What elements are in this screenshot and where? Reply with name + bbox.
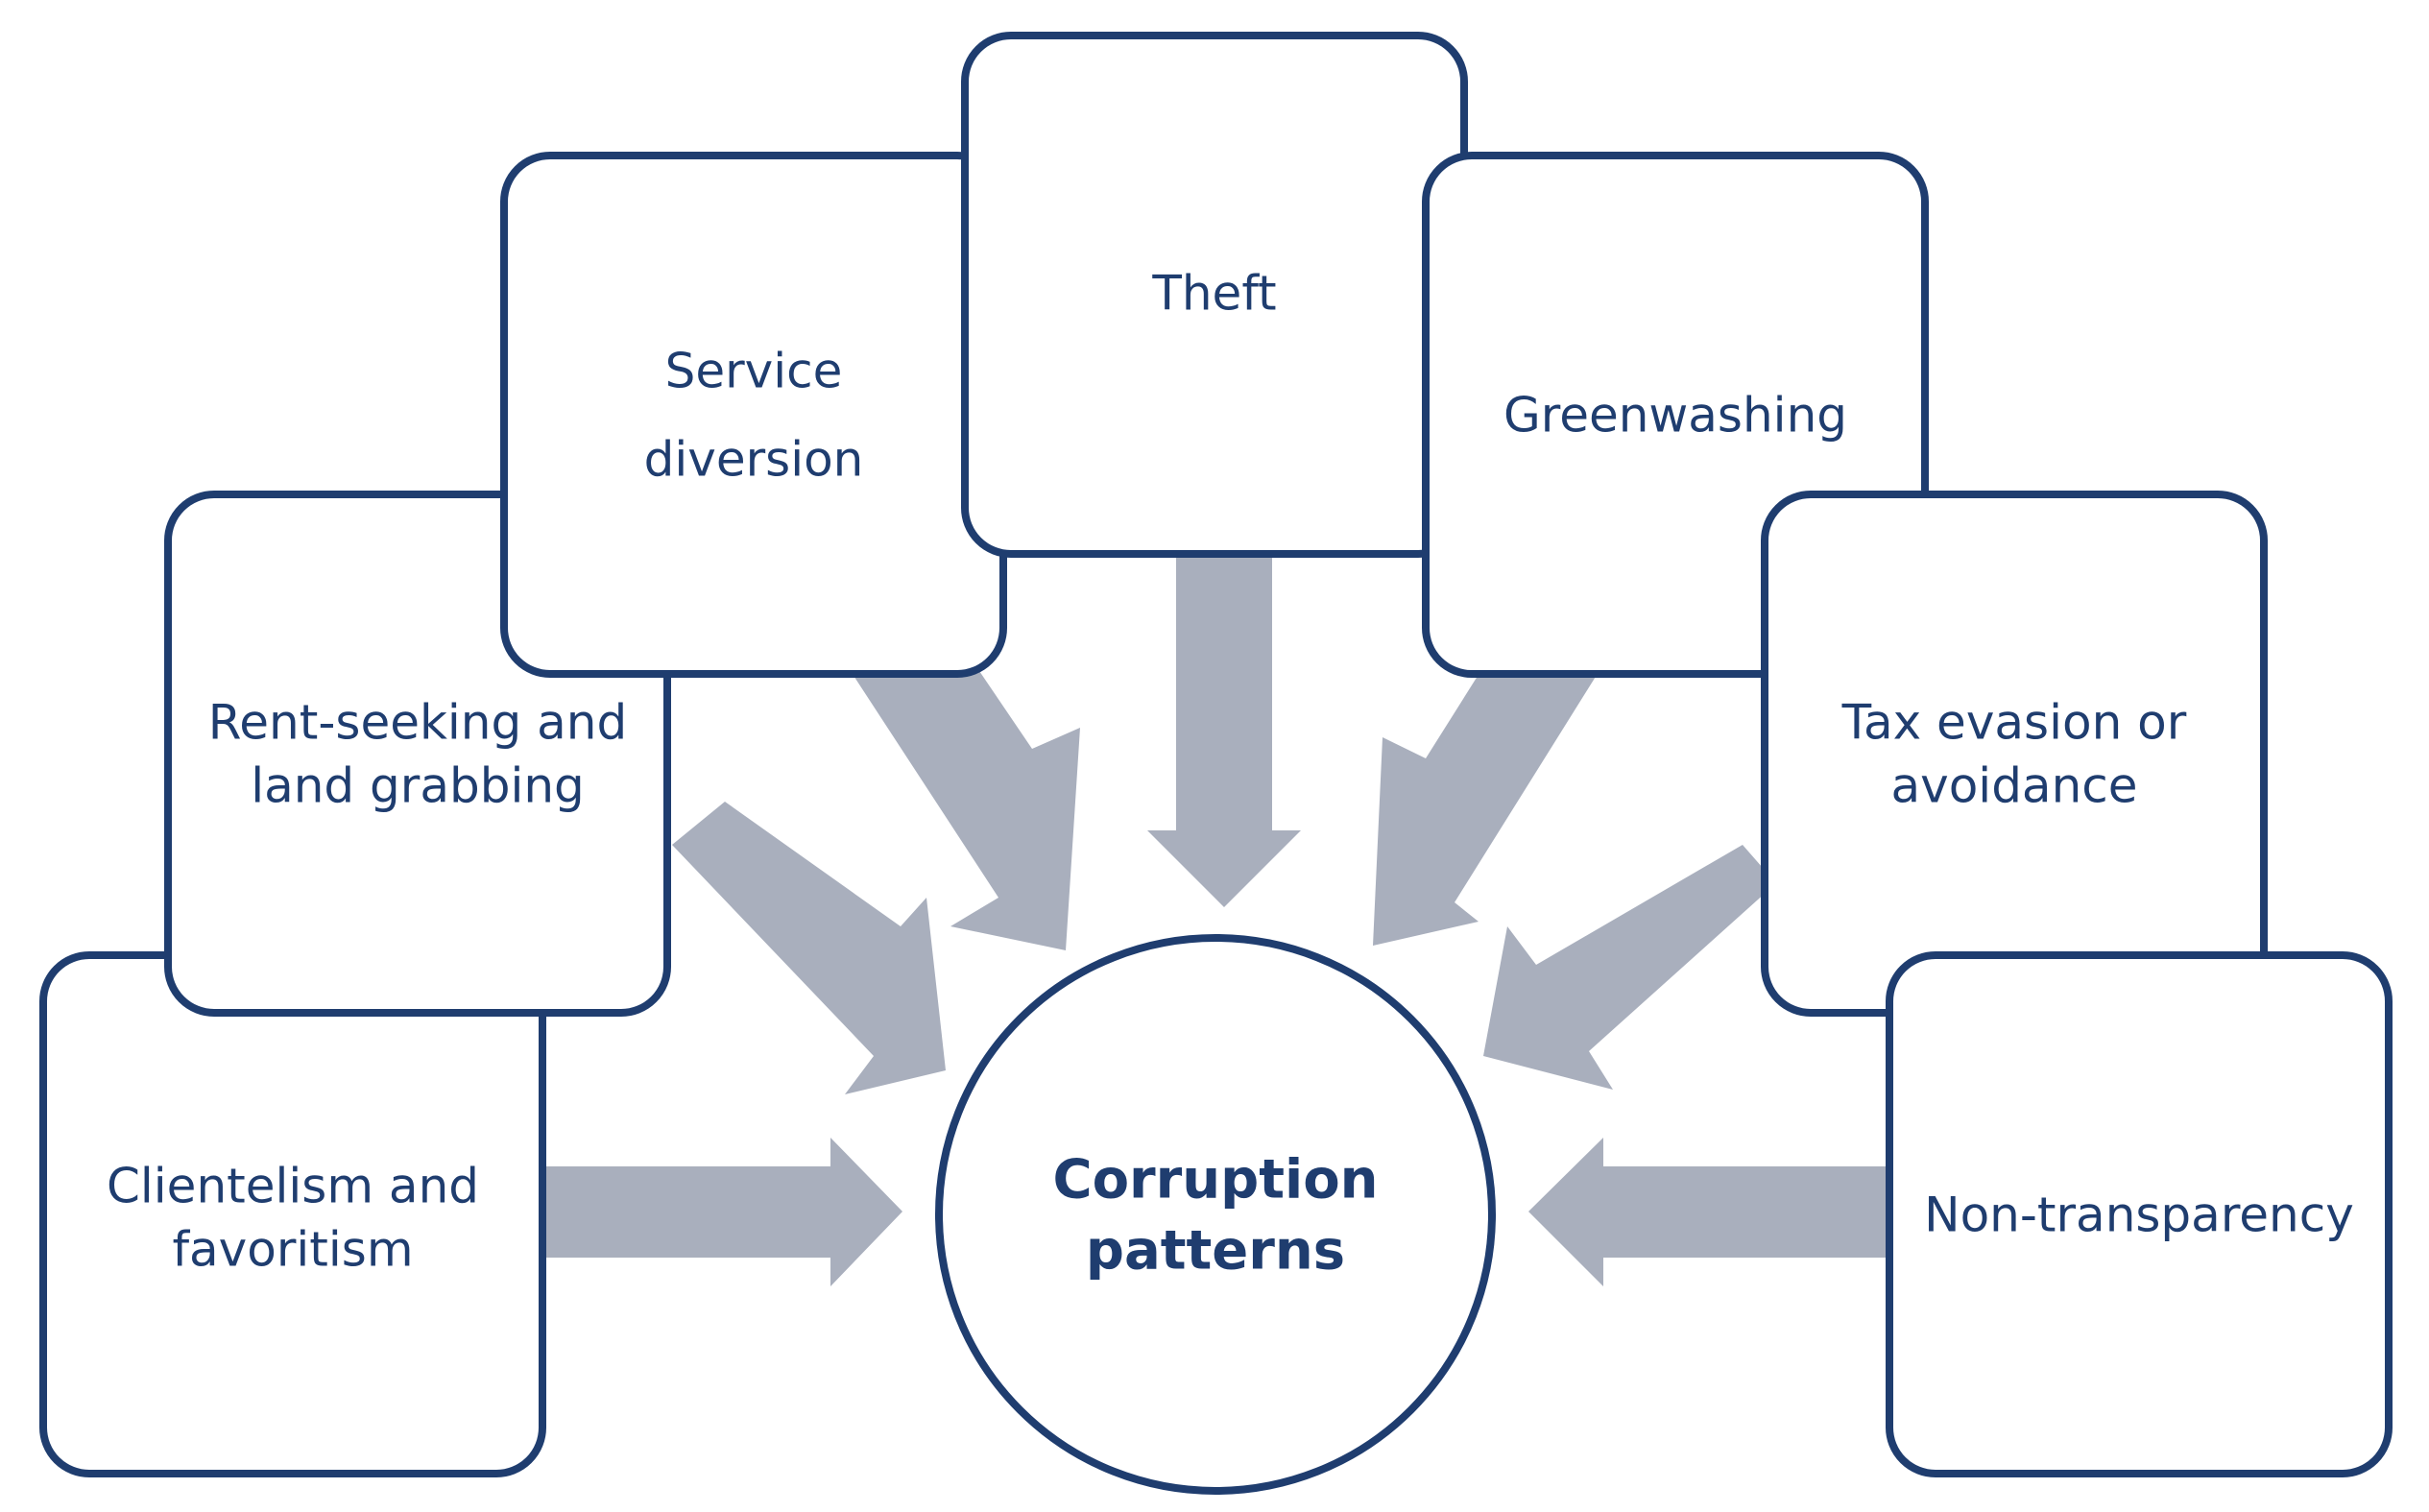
center-node-label-line-2: patterns xyxy=(1086,1220,1345,1283)
node-non-transparency: Non-transparency xyxy=(1886,951,2393,1477)
center-node-label-line-1: Corruption xyxy=(1052,1149,1378,1212)
node-clientelism: Clientelism and favoritism xyxy=(39,951,546,1477)
arrow-service-diversion xyxy=(845,614,1080,950)
node-non-transparency-frame xyxy=(1886,951,2393,1477)
boxes-layer: Clientelism and favoritism Rent-seeking a… xyxy=(39,32,2393,1477)
center-node-circle xyxy=(935,934,1496,1495)
center-node-label: Corruption patterns xyxy=(1052,1149,1378,1283)
arrow-rent-seeking xyxy=(672,802,946,1094)
node-tax-evasion-frame xyxy=(1761,491,2268,1017)
node-theft-label: Theft xyxy=(1151,266,1276,322)
arrow-non-transparency xyxy=(1528,1138,1891,1286)
node-greenwashing-label: Greenwashing xyxy=(1503,388,1847,444)
node-greenwashing-label-line-1: Greenwashing xyxy=(1503,388,1847,444)
arrow-greenwashing xyxy=(1373,629,1599,946)
node-service-diversion-frame xyxy=(500,152,1007,678)
node-non-transparency-label: Non-transparency xyxy=(1924,1188,2354,1243)
node-service-diversion-label: Service diversion xyxy=(644,344,864,488)
node-clientelism-label-line-2: favoritism xyxy=(172,1222,413,1278)
node-service-diversion: Service diversion xyxy=(500,152,1007,678)
arrows-layer xyxy=(538,552,1891,1286)
node-theft-label-line-1: Theft xyxy=(1151,266,1276,322)
node-theft: Theft xyxy=(961,32,1468,558)
node-tax-evasion-label-line-2: avoidance xyxy=(1890,758,2137,814)
node-clientelism-frame xyxy=(39,951,546,1477)
node-clientelism-label: Clientelism and favoritism xyxy=(107,1159,479,1278)
node-rent-seeking-label-line-1: Rent-seeking and xyxy=(208,695,627,751)
arrow-theft xyxy=(1147,552,1301,907)
node-non-transparency-label-line-1: Non-transparency xyxy=(1924,1188,2354,1243)
node-tax-evasion-label-line-1: Tax evasion or xyxy=(1841,695,2187,751)
node-service-diversion-label-line-2: diversion xyxy=(644,432,864,488)
node-tax-evasion: Tax evasion or avoidance xyxy=(1761,491,2268,1017)
node-service-diversion-label-line-1: Service xyxy=(665,344,843,399)
center-node: Corruption patterns xyxy=(935,934,1496,1495)
node-rent-seeking-label-line-2: land grabbing xyxy=(251,758,585,814)
node-tax-evasion-label: Tax evasion or avoidance xyxy=(1841,695,2187,814)
node-rent-seeking-label: Rent-seeking and land grabbing xyxy=(208,695,627,814)
arrow-clientelism xyxy=(538,1138,902,1286)
arrow-tax-evasion xyxy=(1483,845,1776,1090)
node-clientelism-label-line-1: Clientelism and xyxy=(107,1159,479,1214)
